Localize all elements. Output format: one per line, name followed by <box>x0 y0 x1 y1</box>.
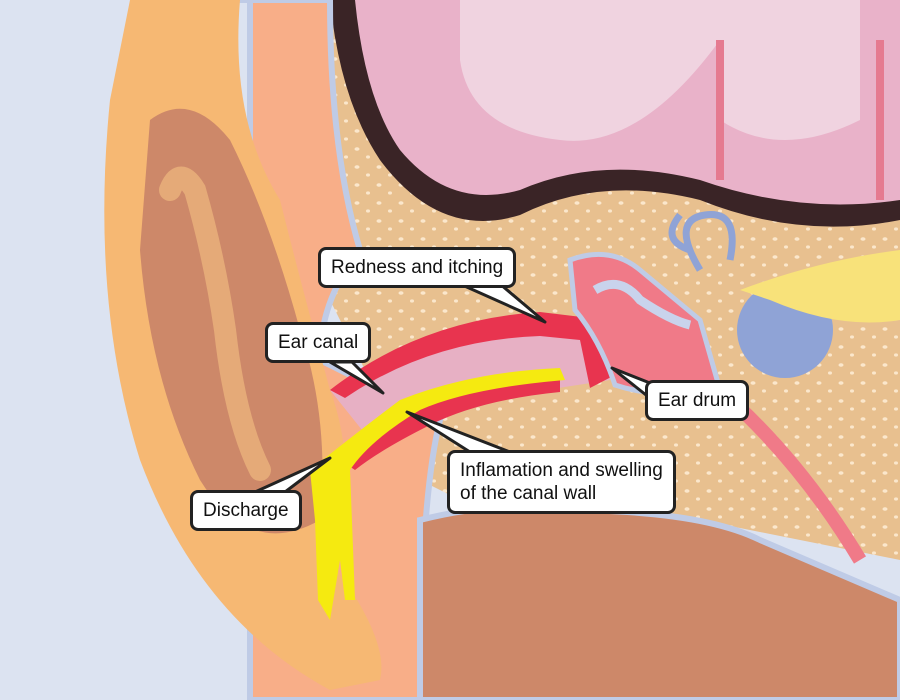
auditory-nerve <box>740 250 900 323</box>
label-discharge: Discharge <box>190 490 302 531</box>
semicircular-canals <box>668 211 736 272</box>
canal-wall-redness <box>330 312 616 398</box>
ossicles <box>592 279 692 330</box>
label-inflammation: Inflamation and swelling of the canal wa… <box>447 450 676 514</box>
label-ear-drum: Ear drum <box>645 380 750 421</box>
label-inflammation-line2: of the canal wall <box>460 483 597 504</box>
label-redness-and-itching: Redness and itching <box>318 247 517 288</box>
label-ear-canal: Ear canal <box>265 322 372 363</box>
label-inflammation-line1: Inflamation and swelling <box>460 460 663 481</box>
discharge <box>310 368 565 620</box>
brain-fold <box>460 0 860 141</box>
antihelix <box>159 166 271 481</box>
